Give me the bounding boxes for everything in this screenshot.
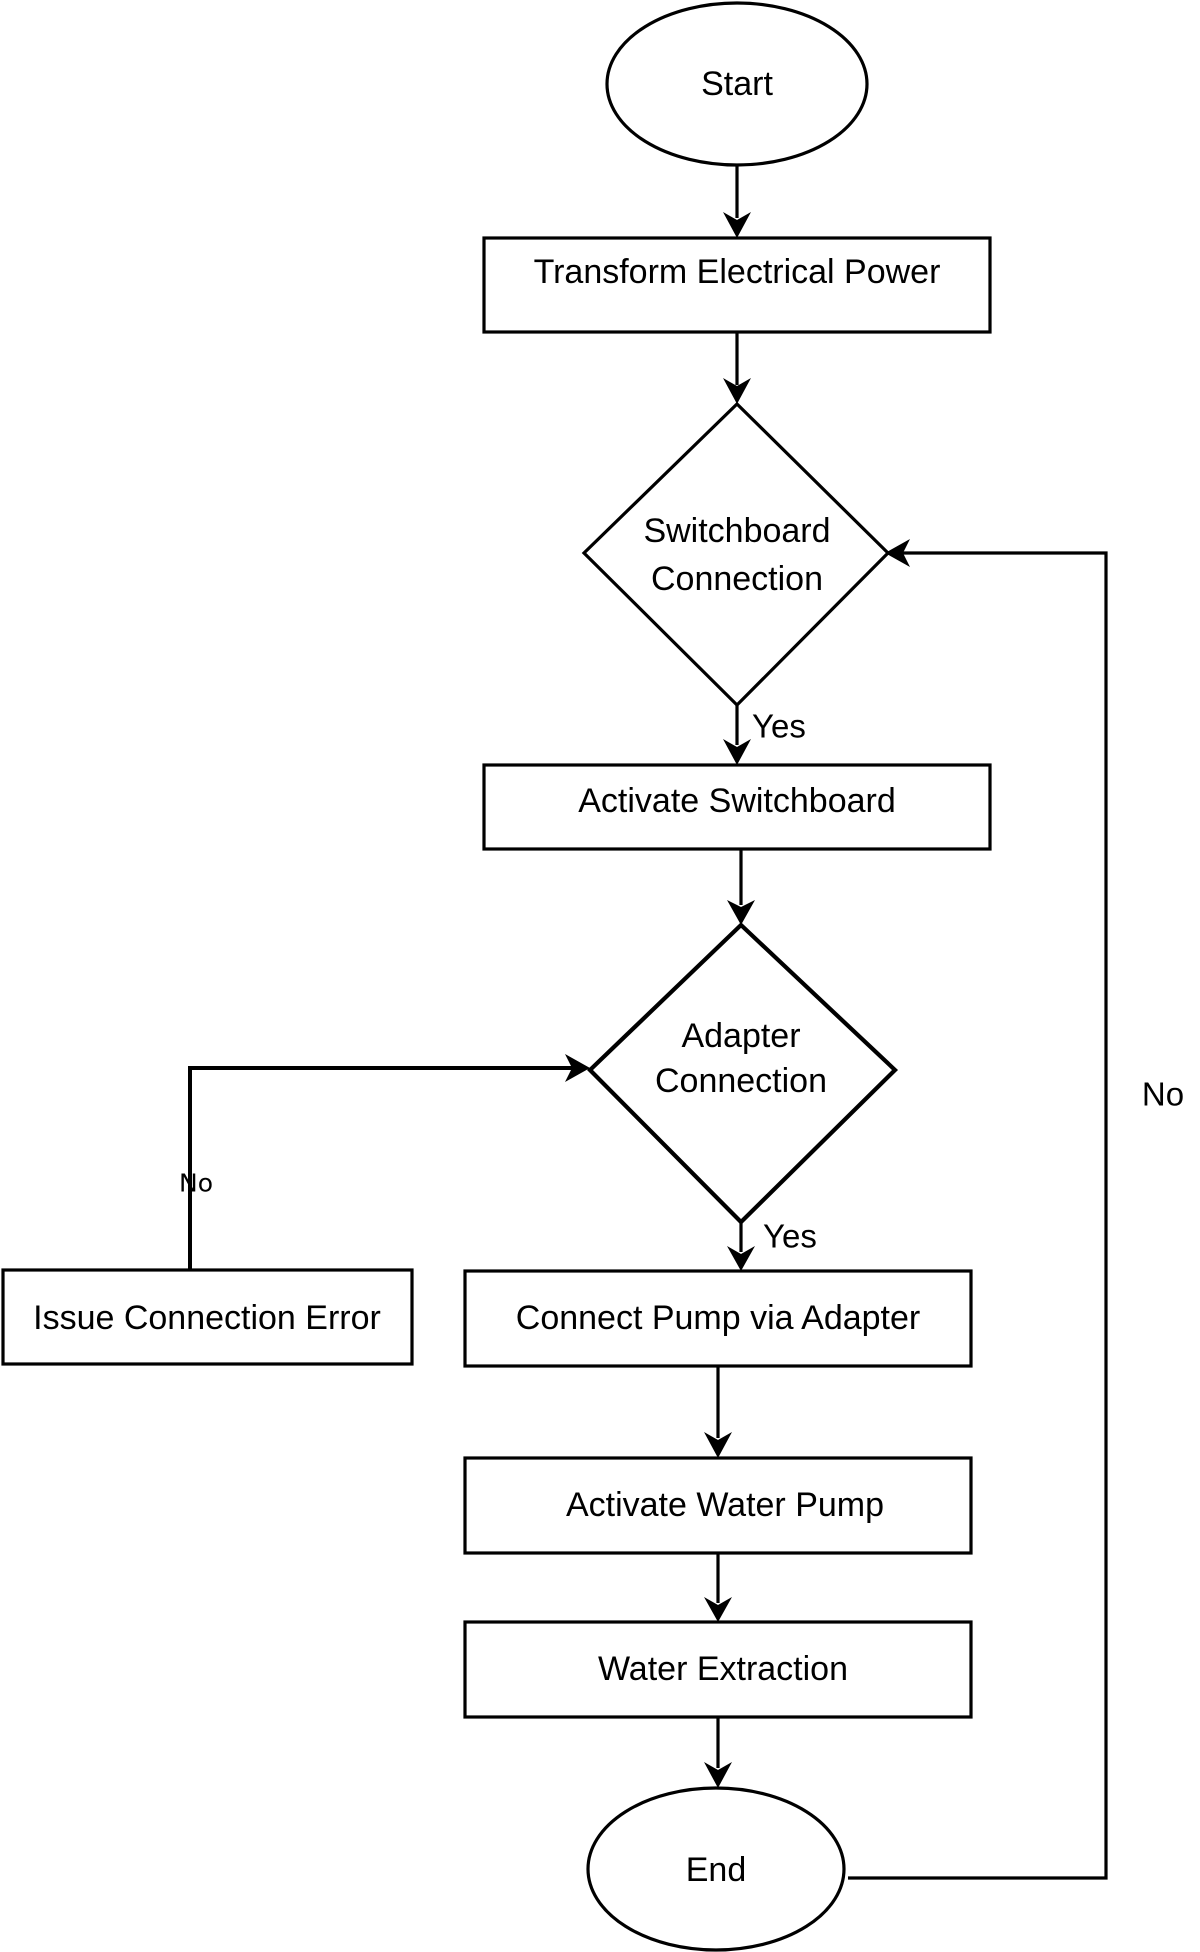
edge-transform-to-switchboard <box>723 332 751 404</box>
activate-switchboard-label: Activate Switchboard <box>578 782 896 820</box>
edge-start-to-transform <box>723 165 751 238</box>
switchboard-decision-label-line2: Connection <box>651 560 823 598</box>
activate-water-pump-node: Activate Water Pump <box>463 1456 973 1555</box>
switchboard-decision-label-line1: Switchboard <box>643 512 830 550</box>
edge-end-loop-to-switchboard <box>848 539 1108 1880</box>
adapter-decision-label-line2: Connection <box>655 1062 827 1100</box>
end-label: End <box>686 1851 747 1889</box>
edge-extraction-to-end <box>704 1717 732 1788</box>
adapter-yes-label: Yes <box>763 1218 817 1255</box>
issue-connection-error-node: Issue Connection Error <box>1 1268 414 1366</box>
transform-power-label: Transform Electrical Power <box>534 253 941 291</box>
edge-error-to-adapter <box>188 1054 590 1270</box>
connect-pump-node: Connect Pump via Adapter <box>463 1269 973 1368</box>
switchboard-yes-label: Yes <box>752 708 806 745</box>
edge-connect-to-activate-pump <box>704 1366 732 1458</box>
adapter-no-label: No <box>179 1169 213 1198</box>
end-node: End <box>586 1786 846 1952</box>
transform-power-node: Transform Electrical Power <box>482 236 992 334</box>
activate-water-pump-label: Activate Water Pump <box>566 1486 884 1524</box>
activate-switchboard-node: Activate Switchboard <box>482 763 992 851</box>
edge-switchboard-to-activate <box>723 705 751 765</box>
start-label: Start <box>701 65 773 103</box>
connect-pump-label: Connect Pump via Adapter <box>516 1299 920 1337</box>
water-extraction-node: Water Extraction <box>463 1620 973 1719</box>
adapter-decision-label-line1: Adapter <box>681 1017 800 1055</box>
switchboard-decision-node: Switchboard Connection <box>581 401 891 708</box>
issue-connection-error-label: Issue Connection Error <box>33 1299 381 1337</box>
water-extraction-label: Water Extraction <box>598 1650 848 1688</box>
adapter-decision-node: Adapter Connection <box>587 922 899 1225</box>
end-loop-no-label: No <box>1142 1076 1184 1113</box>
edge-activate-pump-to-extraction <box>704 1553 732 1622</box>
start-node: Start <box>605 1 869 167</box>
edge-activate-to-adapter <box>727 849 755 925</box>
edge-adapter-to-connect-pump <box>727 1222 755 1271</box>
